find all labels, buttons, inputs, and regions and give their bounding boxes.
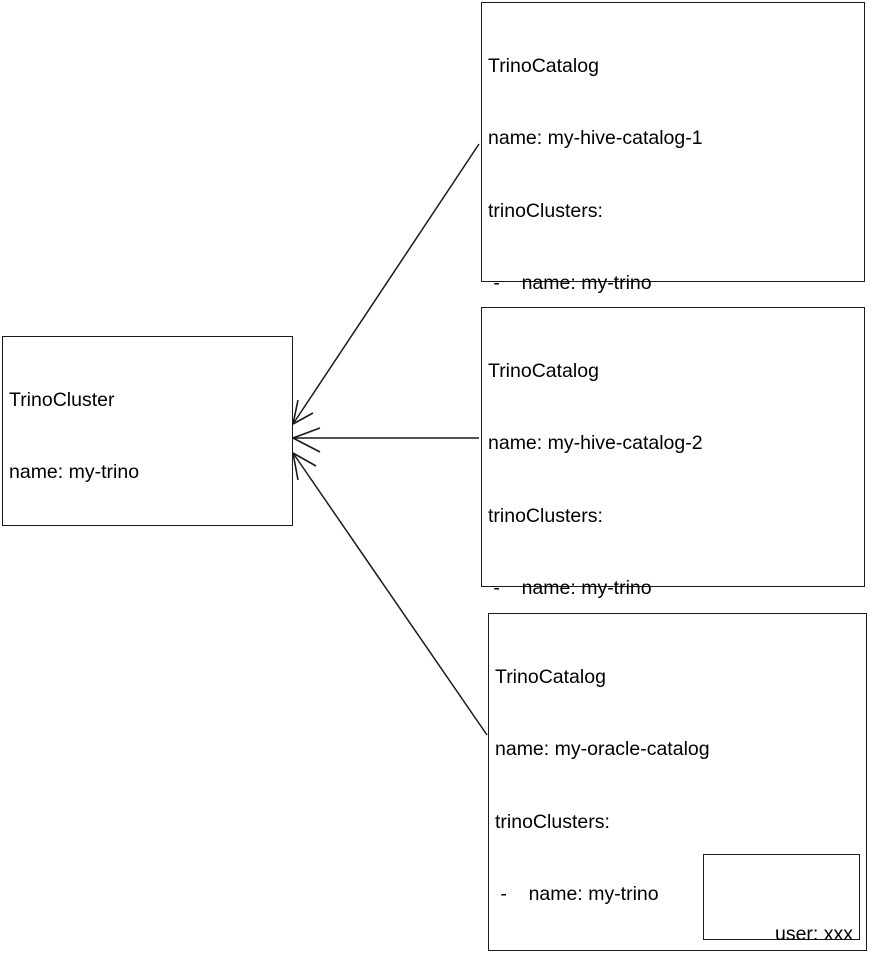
node-oracle-secret-text: user: xxx password: xxx (704, 869, 853, 954)
node-catalog-hive-1[interactable]: TrinoCatalog name: my-hive-catalog-1 tri… (481, 2, 865, 655)
node-line: name: my-hive-catalog-2 (488, 432, 703, 455)
node-line: TrinoCatalog (488, 360, 599, 383)
node-trino-cluster[interactable]: TrinoCluster name: my-trino (2, 336, 293, 526)
node-line: trinoClusters: (495, 810, 610, 833)
node-line: name: my-trino (9, 461, 140, 484)
node-catalog-oracle-text: TrinoCatalog name: my-oracle-catalog tri… (495, 617, 864, 954)
edge-catalog-hive-1-to-cluster (292, 143, 480, 425)
node-line: name: my-oracle-catalog (495, 738, 710, 761)
node-line: TrinoCatalog (495, 666, 606, 689)
node-line: - name: my-trino (488, 272, 652, 295)
edge-catalog-oracle-to-cluster (292, 452, 488, 736)
node-line: - name: my-trino (488, 577, 652, 600)
node-line: TrinoCatalog (488, 55, 599, 78)
node-line: trinoClusters: (488, 504, 603, 527)
node-line: user: xxx (774, 923, 853, 945)
node-oracle-secret[interactable]: user: xxx password: xxx (703, 854, 860, 945)
node-catalog-oracle[interactable]: TrinoCatalog name: my-oracle-catalog tri… (488, 613, 867, 951)
node-line: - name: my-trino (495, 883, 659, 906)
node-line: trinoClusters: (488, 199, 603, 222)
node-line: name: my-hive-catalog-1 (488, 127, 703, 150)
node-line: TrinoCluster (9, 389, 115, 412)
node-catalog-hive-2[interactable]: TrinoCatalog name: my-hive-catalog-2 tri… (481, 307, 865, 888)
edge-catalog-hive-2-to-cluster (292, 427, 479, 453)
node-trino-cluster-text: TrinoCluster name: my-trino (9, 340, 290, 533)
